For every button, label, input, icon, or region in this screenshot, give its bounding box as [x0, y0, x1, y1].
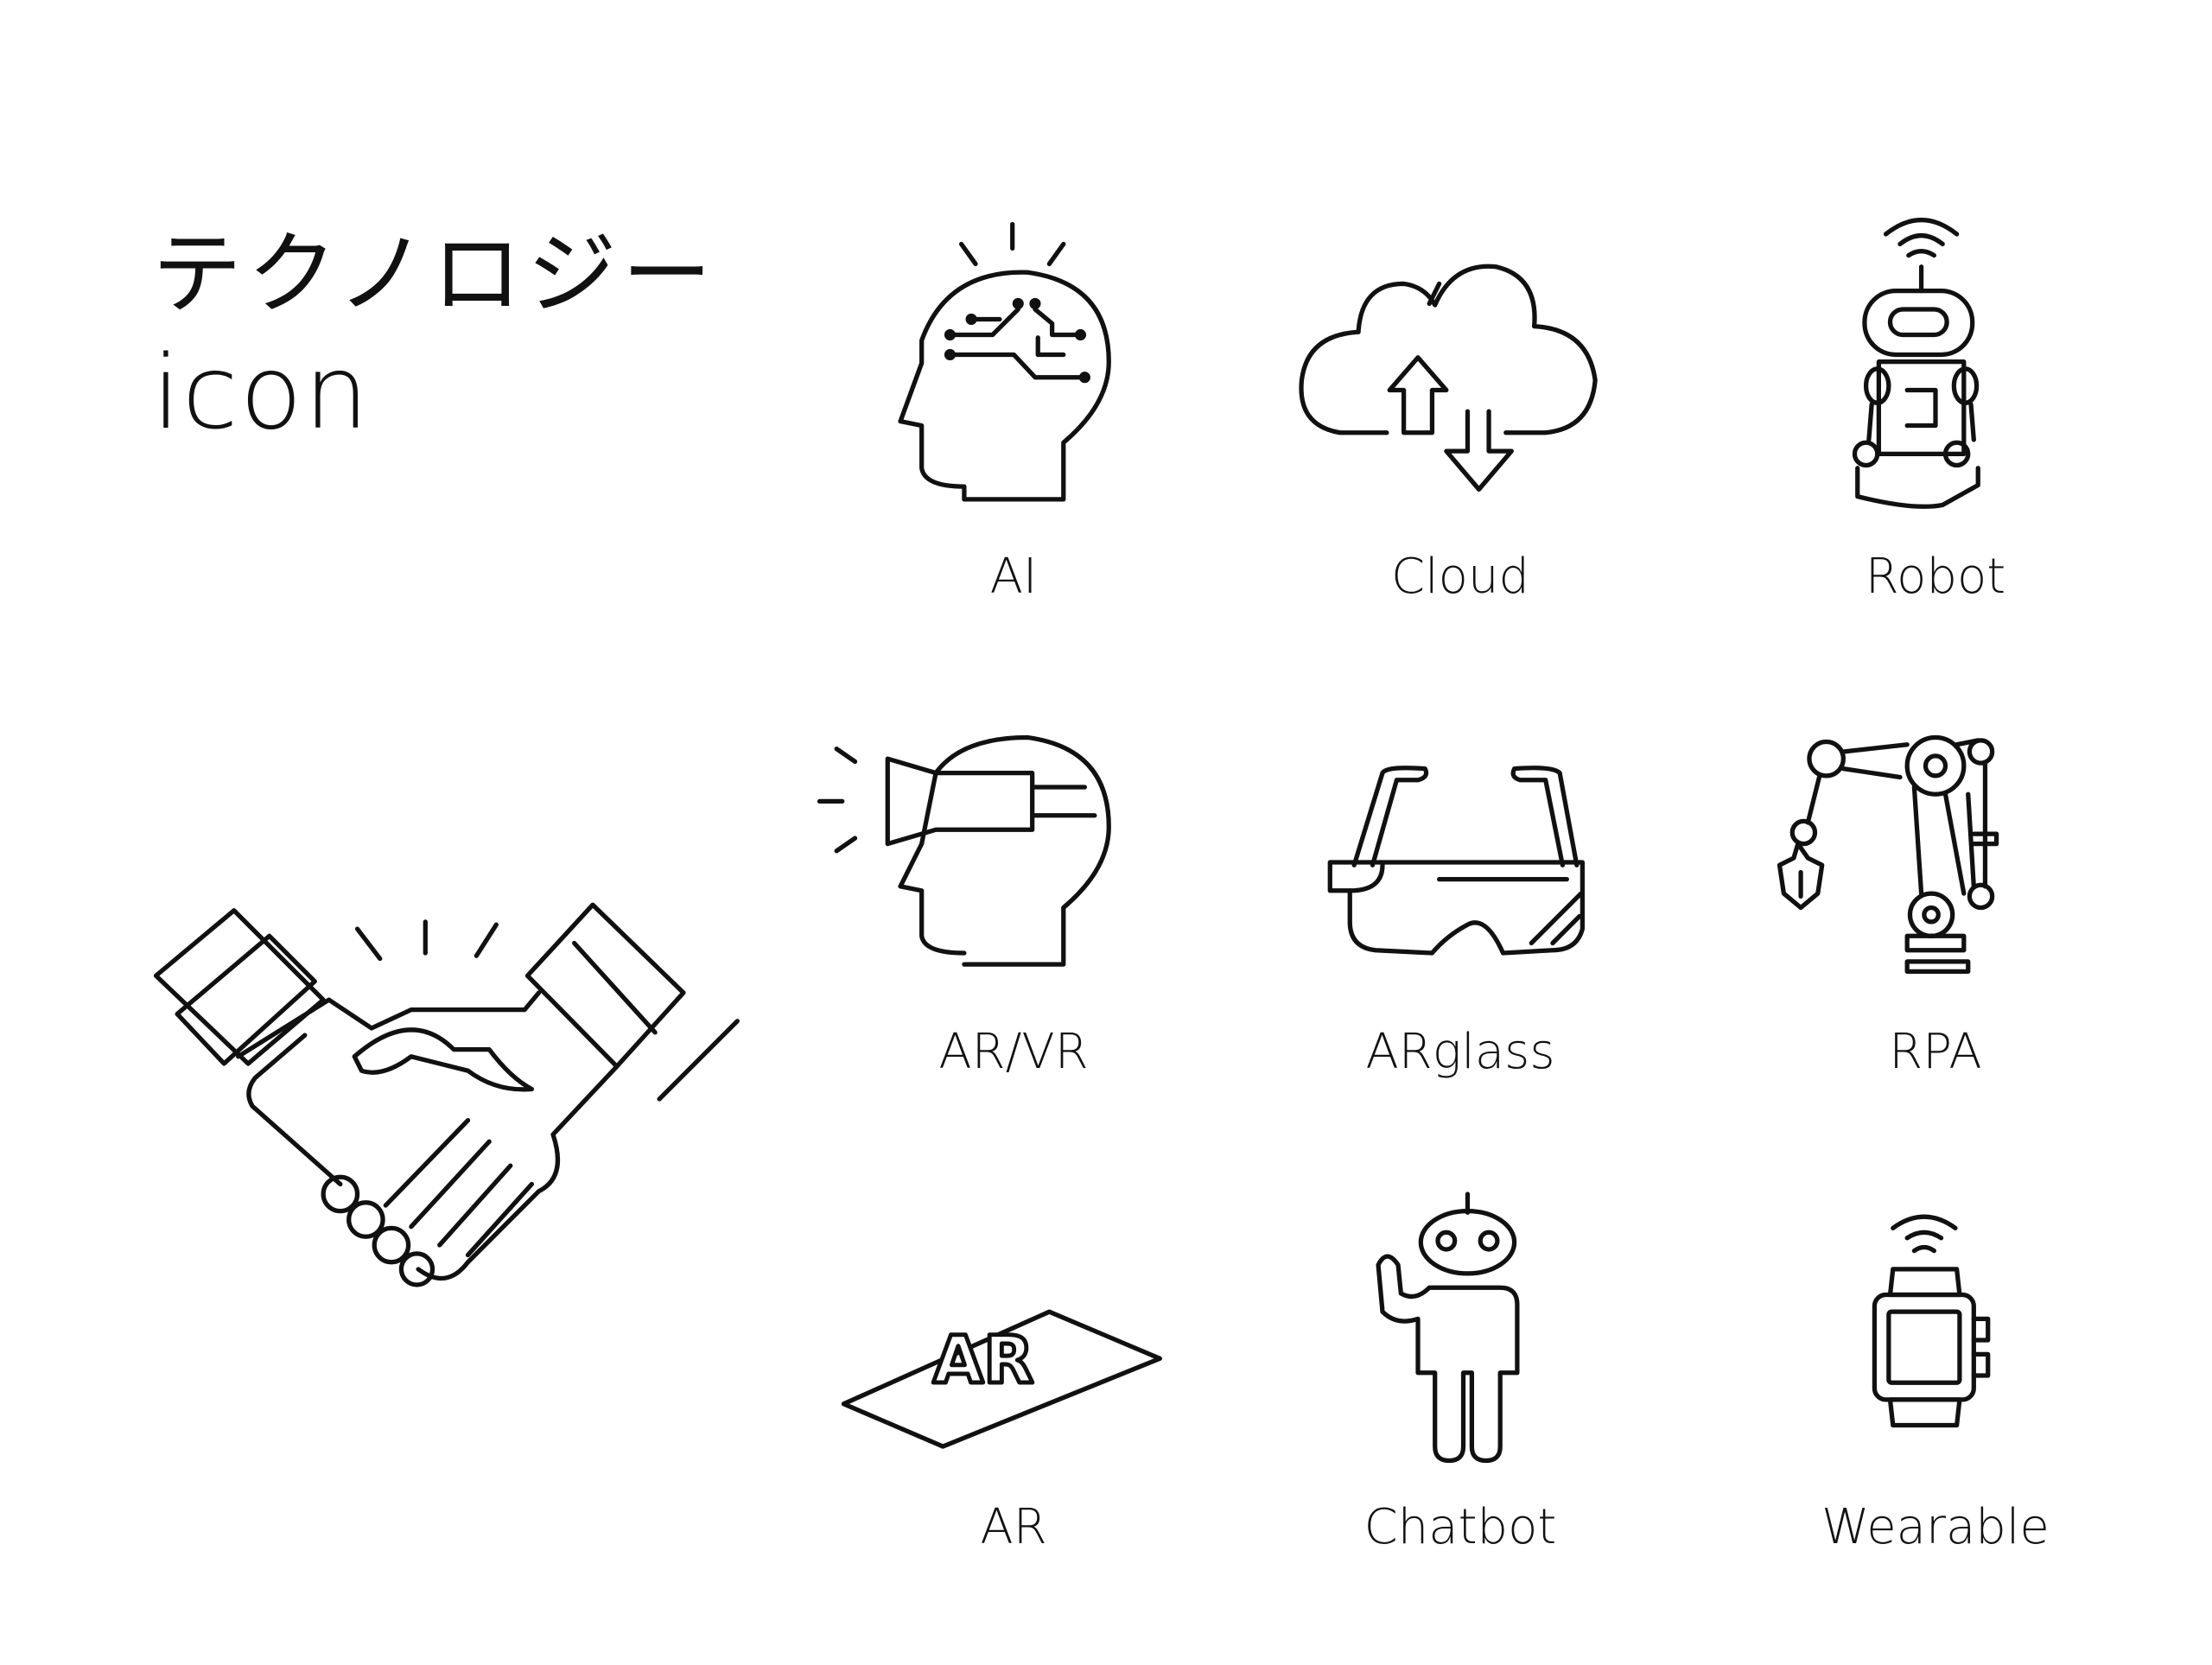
ar-plane-icon: AR [841, 1309, 1162, 1449]
ar-vr-headset-icon [817, 734, 1111, 967]
chatbot-icon [1376, 1192, 1520, 1464]
handshake-icon [153, 902, 740, 1287]
label-robot: Robot [1865, 549, 2006, 605]
title-japanese: テクノロジー [152, 221, 717, 327]
cloud-icon [1299, 264, 1598, 492]
ai-head-icon [898, 221, 1111, 502]
robot-icon [1852, 217, 1980, 509]
label-ar: AR [980, 1499, 1047, 1555]
title-icon: icon [152, 333, 371, 452]
label-chatbot: Chatbot [1363, 1499, 1557, 1555]
ar-glasses-icon [1327, 766, 1586, 956]
robotic-arm-icon [1777, 734, 1999, 974]
ar-3d-letters: AR [933, 1322, 1034, 1398]
label-cloud: Cloud [1391, 549, 1529, 605]
label-arglass: ARglass [1365, 1024, 1555, 1080]
label-wearable: Wearable [1821, 1499, 2050, 1555]
smartwatch-icon [1872, 1214, 1991, 1428]
label-ar-vr: AR/VR [938, 1024, 1089, 1080]
label-rpa: RPA [1889, 1024, 1982, 1080]
label-ai: AI [989, 549, 1038, 605]
